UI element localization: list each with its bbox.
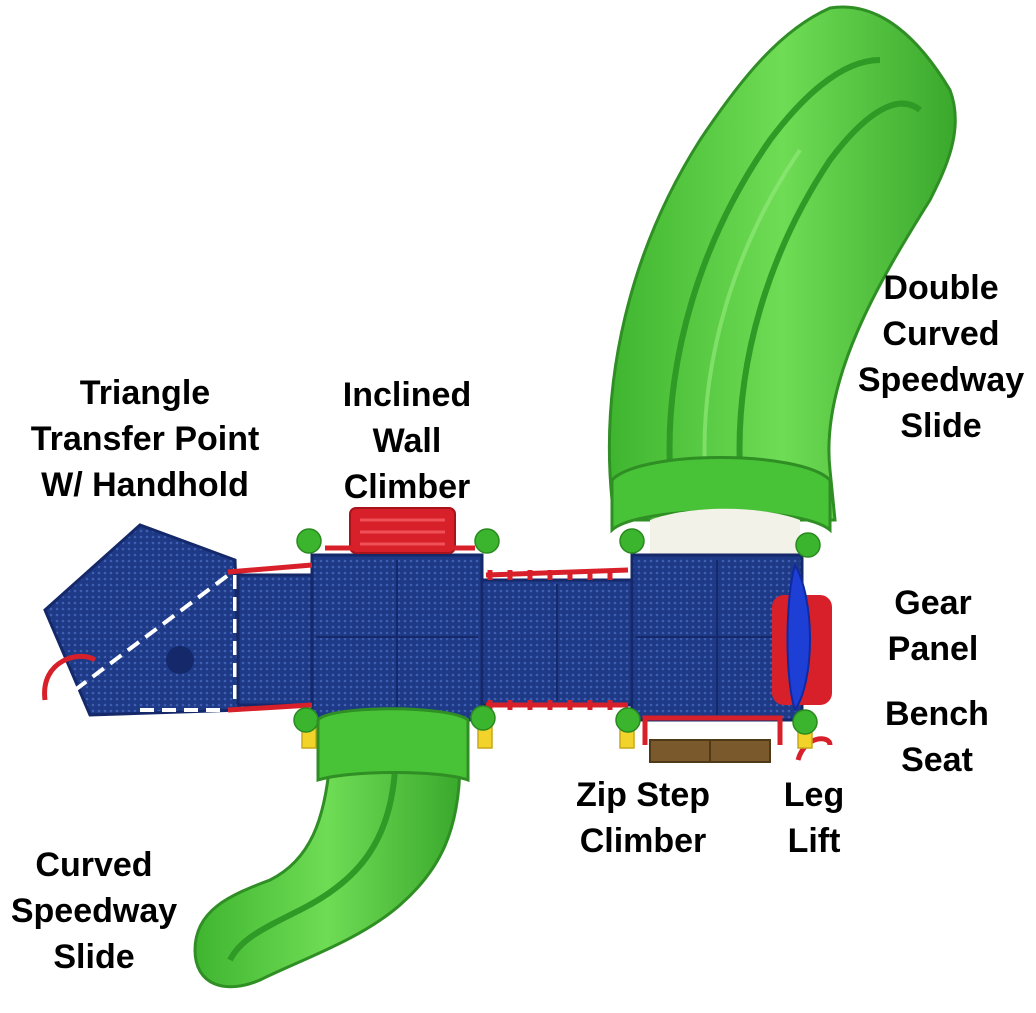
deck-platforms: [236, 553, 804, 722]
leg-lift: [795, 736, 833, 761]
gear-panel: [772, 562, 832, 713]
label-triangle-transfer-point: Triangle Transfer Point W/ Handhold: [30, 374, 260, 504]
zip-step-climber: [642, 715, 783, 763]
label-inclined-wall-climber: Inclined Wall Climber: [342, 376, 472, 506]
double-curved-slide: [607, 5, 957, 555]
label-bench-seat: Bench Seat: [885, 695, 989, 779]
curved-speedway-slide: [193, 707, 470, 989]
label-curved-speedway-slide: Curved Speedway Slide: [10, 846, 178, 976]
railings: [227, 562, 629, 713]
triangle-transfer-point: [42, 523, 242, 717]
inclined-wall-climber: [325, 507, 475, 554]
label-double-curved-speedway-slide: Double Curved Speedway Slide: [857, 269, 1025, 445]
label-leg-lift: Leg Lift: [783, 776, 845, 860]
label-zip-step-climber: Zip Step Climber: [575, 776, 711, 860]
posts: [293, 528, 821, 749]
label-gear-panel: Gear Panel: [887, 584, 979, 668]
